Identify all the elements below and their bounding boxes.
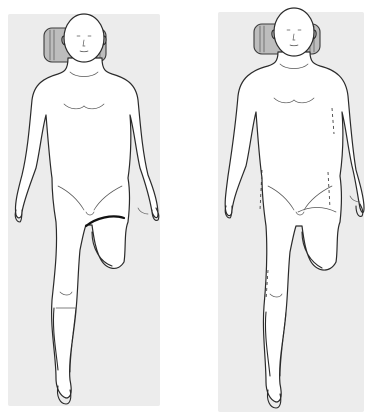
figure-left (8, 14, 160, 406)
head-left (64, 14, 104, 62)
figure-right (218, 8, 364, 412)
head-right (274, 8, 314, 56)
